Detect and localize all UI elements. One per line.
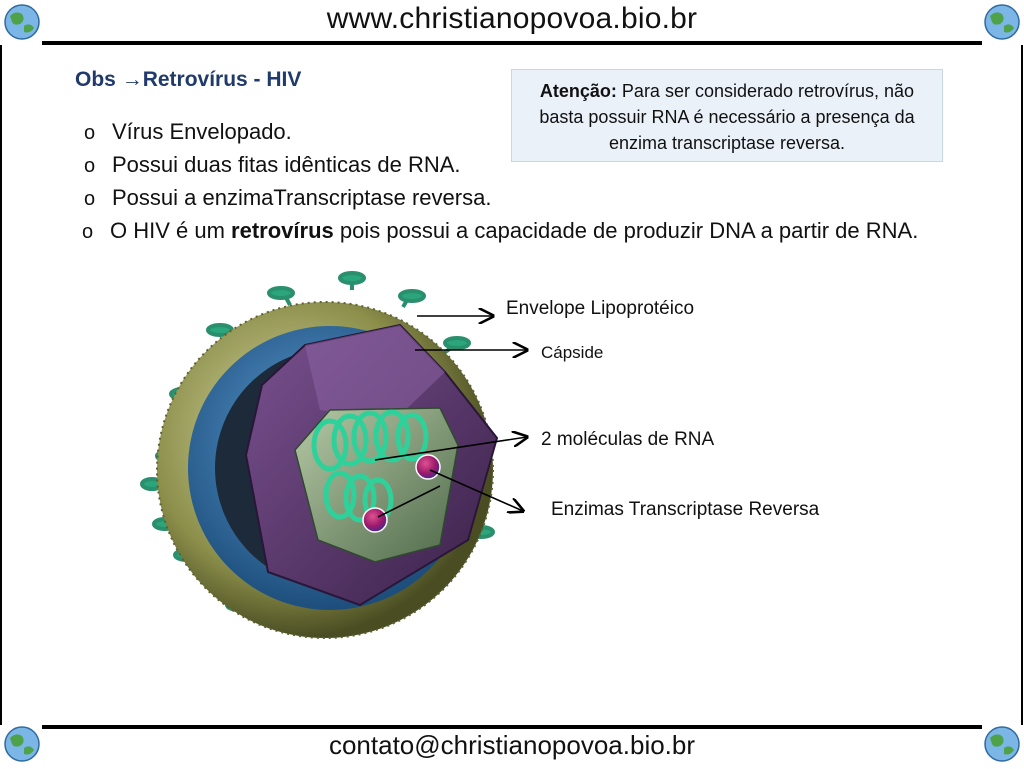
header-website-url[interactable]: www.christianopovoa.bio.br — [326, 2, 698, 35]
bullet-marker-icon: o — [84, 188, 96, 210]
rna-coil — [343, 473, 377, 523]
arrow-right-icon: → — [121, 68, 143, 91]
bullet-item: o Possui a enzimaTranscriptase reversa. — [84, 182, 1004, 215]
bullet-text: Vírus Envelopado. — [112, 119, 292, 144]
label-rna: 2 moléculas de RNA — [541, 429, 715, 450]
label-enzymes: Enzimas Transcriptase Reversa — [551, 499, 820, 520]
attention-label: Atenção: — [539, 81, 617, 101]
rna-coil — [323, 470, 357, 520]
globe-logo-icon — [2, 724, 42, 764]
frame-left-border — [0, 45, 2, 725]
pointer-arrow-rna — [374, 437, 527, 461]
footer-divider — [42, 725, 982, 729]
frame-right-border — [1021, 45, 1023, 725]
rna-coil — [373, 409, 411, 463]
rna-coil — [311, 418, 349, 472]
globe-logo-icon — [982, 2, 1022, 42]
slide-title: Obs →Retrovírus - HIV — [75, 68, 301, 92]
title-prefix: Obs — [75, 68, 122, 91]
reverse-transcriptase-enzyme — [362, 507, 388, 533]
bullet-marker-icon: o — [82, 221, 94, 243]
reverse-transcriptase-enzyme — [415, 454, 441, 480]
attention-note-box: Atenção: Para ser considerado retrovírus… — [511, 69, 943, 162]
header-divider — [42, 41, 982, 45]
label-capsid: Cápside — [541, 343, 604, 362]
bullet-marker-icon: o — [84, 122, 96, 144]
spike-icon — [442, 336, 471, 355]
footer-contact-email[interactable]: contato@christianopovoa.bio.br — [328, 730, 696, 760]
rna-coil — [395, 412, 429, 462]
globe-logo-icon — [982, 724, 1022, 764]
bullet-text-post: pois possui a capacidade de produzir DNA… — [333, 218, 919, 243]
globe-logo-icon — [2, 2, 42, 42]
rna-strands — [311, 409, 429, 523]
spike-icon — [338, 271, 366, 290]
bullet-marker-icon: o — [84, 155, 96, 177]
spike-icon — [267, 286, 295, 306]
label-envelope: Envelope Lipoprotéico — [506, 298, 695, 319]
bullet-item: o Vírus Envelopado. — [84, 116, 1004, 149]
bullet-item: o Possui duas fitas idênticas de RNA. — [84, 149, 1004, 182]
pointer-arrow-enzymes — [429, 469, 523, 511]
bullet-text-pre: O HIV é um — [110, 218, 232, 243]
bullet-text-bold: retrovírus — [231, 218, 334, 243]
bullet-item: o O HIV é um retrovírus pois possui a cap… — [82, 215, 1004, 248]
bullet-text: Possui duas fitas idênticas de RNA. — [112, 152, 461, 177]
rna-coil — [351, 410, 389, 464]
capsid-facet — [305, 325, 445, 420]
spike-icon — [398, 289, 426, 309]
attention-text: Para ser considerado retrovírus, não bas… — [539, 81, 915, 153]
title-text: Retrovírus - HIV — [142, 68, 302, 91]
rna-coil — [331, 413, 369, 467]
bullet-text: Possui a enzimaTranscriptase reversa. — [112, 185, 492, 210]
pointer-line-enzyme — [377, 485, 441, 518]
envelope-texture — [156, 301, 494, 639]
